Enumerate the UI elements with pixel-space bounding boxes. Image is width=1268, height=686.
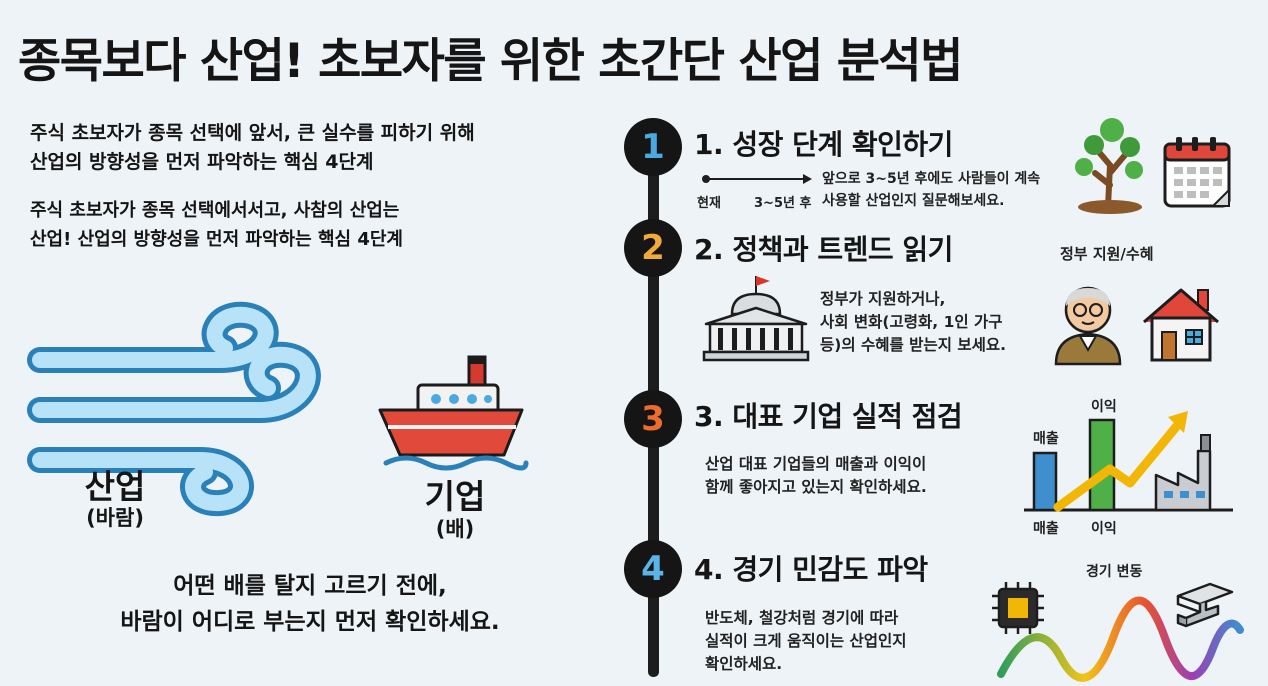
step-1-desc-line-2: 사용할 산업인지 질문해보세요. <box>822 193 1005 209</box>
step-4-title: 4. 경기 민감도 파악 <box>694 553 928 586</box>
step-1-now-label: 현재 <box>697 196 721 211</box>
step-3-desc-line-1: 산업 대표 기업들의 매출과 이익이 <box>705 455 927 473</box>
growth-chart-icon <box>1024 411 1233 512</box>
intro-line-2: 산업의 방향성을 먼저 파악하는 핵심 4단계 <box>30 151 374 173</box>
step-3-desc-line-2: 함께 좋아지고 있는지 확인하세요. <box>705 478 927 496</box>
chip-icon <box>992 582 1044 634</box>
bottom-message: 어떤 배를 탈지 고르기 전에, 바람이 어디로 부는지 먼저 확인하세요. <box>40 568 580 640</box>
step-3-number: 3 <box>624 390 682 448</box>
wind-icon <box>27 301 321 516</box>
intro-line-4: 산업! 산업의 방향성을 먼저 파악하는 핵심 4단계 <box>30 229 403 250</box>
wave-icon <box>997 596 1244 682</box>
elderly-person-icon <box>1054 286 1122 366</box>
step-2-title: 2. 정책과 트렌드 읽기 <box>694 233 953 266</box>
step-2-number: 2 <box>624 219 682 277</box>
step-2-desc-line-1: 정부가 지원하거나, <box>820 290 946 308</box>
government-building-icon <box>702 276 810 362</box>
house-icon <box>1143 288 1219 362</box>
company-sub-label: (배) <box>435 517 475 541</box>
step-3-bar-label-sales: 매출 <box>1033 431 1059 447</box>
step-3-bar-label-profit: 이익 <box>1091 399 1117 415</box>
tree-icon <box>1075 118 1143 214</box>
intro-line-1: 주식 초보자가 종목 선택에 앞서, 큰 실수를 피하기 위해 <box>30 122 475 144</box>
step-2-desc-line-2: 사회 변화(고령화, 1인 가구 <box>820 313 1003 331</box>
ship-icon <box>378 355 529 471</box>
step-3-axis-label-profit: 이익 <box>1091 521 1117 537</box>
step-2-label: 정부 지원/수혜 <box>1060 245 1154 263</box>
step-4-desc-line-2: 실적이 크게 움직이는 산업인지 <box>705 632 907 650</box>
bottom-message-line-1: 어떤 배를 탈지 고르기 전에, <box>173 573 447 599</box>
intro-line-3: 주식 초보자가 종목 선택에서서고, 사참의 산업는 <box>30 200 400 221</box>
step-4-description: 반도체, 철강처럼 경기에 따라 실적이 크게 움직이는 산업인지 확인하세요. <box>705 607 907 676</box>
industry-sub-label: (바람) <box>86 506 144 530</box>
calendar-icon <box>1163 137 1231 208</box>
step-4-number: 4 <box>624 540 682 598</box>
step-3-axis-label-sales: 매출 <box>1033 521 1059 537</box>
company-label: 기업 <box>424 477 486 516</box>
step-3-title: 3. 대표 기업 실적 점검 <box>694 400 963 433</box>
step-1-timeline-arrow <box>702 174 812 184</box>
step-3-description: 산업 대표 기업들의 매출과 이익이 함께 좋아지고 있는지 확인하세요. <box>705 453 927 499</box>
step-4-label: 경기 변동 <box>1086 564 1143 580</box>
step-1-later-label: 3~5년 후 <box>754 196 812 211</box>
step-2-description: 정부가 지원하거나, 사회 변화(고령화, 1인 가구 등)의 수혜를 받는지 … <box>820 288 1006 357</box>
page-title: 종목보다 산업! 초보자를 위한 초간단 산업 분석법 <box>18 34 963 89</box>
industry-label: 산업 <box>84 467 146 506</box>
step-1-desc-line-1: 앞으로 3~5년 후에도 사람들이 계속 <box>822 171 1041 187</box>
steel-beam-icon <box>1176 582 1234 628</box>
step-2-desc-line-3: 등)의 수혜를 받는지 보세요. <box>820 336 1007 354</box>
step-1-description: 앞으로 3~5년 후에도 사람들이 계속 사용할 산업인지 질문해보세요. <box>822 168 1040 212</box>
step-4-desc-line-3: 확인하세요. <box>705 655 783 673</box>
step-1-number: 1 <box>624 118 682 176</box>
bottom-message-line-2: 바람이 어디로 부는지 먼저 확인하세요. <box>120 609 500 635</box>
step-4-desc-line-1: 반도체, 철강처럼 경기에 따라 <box>705 609 899 627</box>
step-1-title: 1. 성장 단계 확인하기 <box>694 128 953 161</box>
